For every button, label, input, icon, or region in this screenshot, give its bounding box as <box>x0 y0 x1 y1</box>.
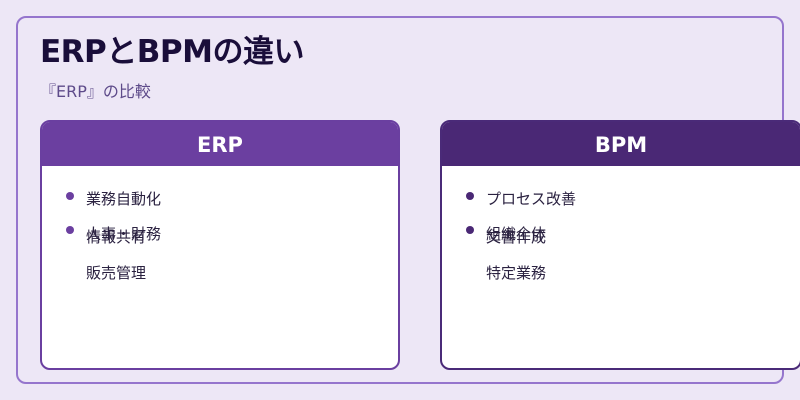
bullet-icon <box>66 192 74 200</box>
bullet-icon <box>66 226 74 234</box>
bpm-item: 文書作成 <box>486 228 547 246</box>
erp-item: 人事・財務 <box>86 225 162 243</box>
page-subtitle: 『ERP』の比較 <box>40 82 151 101</box>
bpm-item: 特定業務 <box>486 264 547 282</box>
bullet-icon <box>466 226 474 234</box>
bullet-icon <box>466 192 474 200</box>
erp-item: 業務自動化 <box>86 190 162 208</box>
bpm-item: 組織全体 <box>486 225 547 243</box>
erp-item: 情報共有 <box>86 228 147 246</box>
bpm-card-header: BPM <box>442 122 800 166</box>
erp-card-header: ERP <box>42 122 398 166</box>
page-title: ERPとBPMの違い <box>40 34 304 70</box>
erp-item: 販売管理 <box>86 264 147 282</box>
bpm-card: BPM プロセス改善 組織全体 文書作成 特定業務 <box>440 120 800 370</box>
erp-card: ERP 業務自動化 人事・財務 情報共有 販売管理 <box>40 120 400 370</box>
bpm-item: プロセス改善 <box>486 190 577 208</box>
